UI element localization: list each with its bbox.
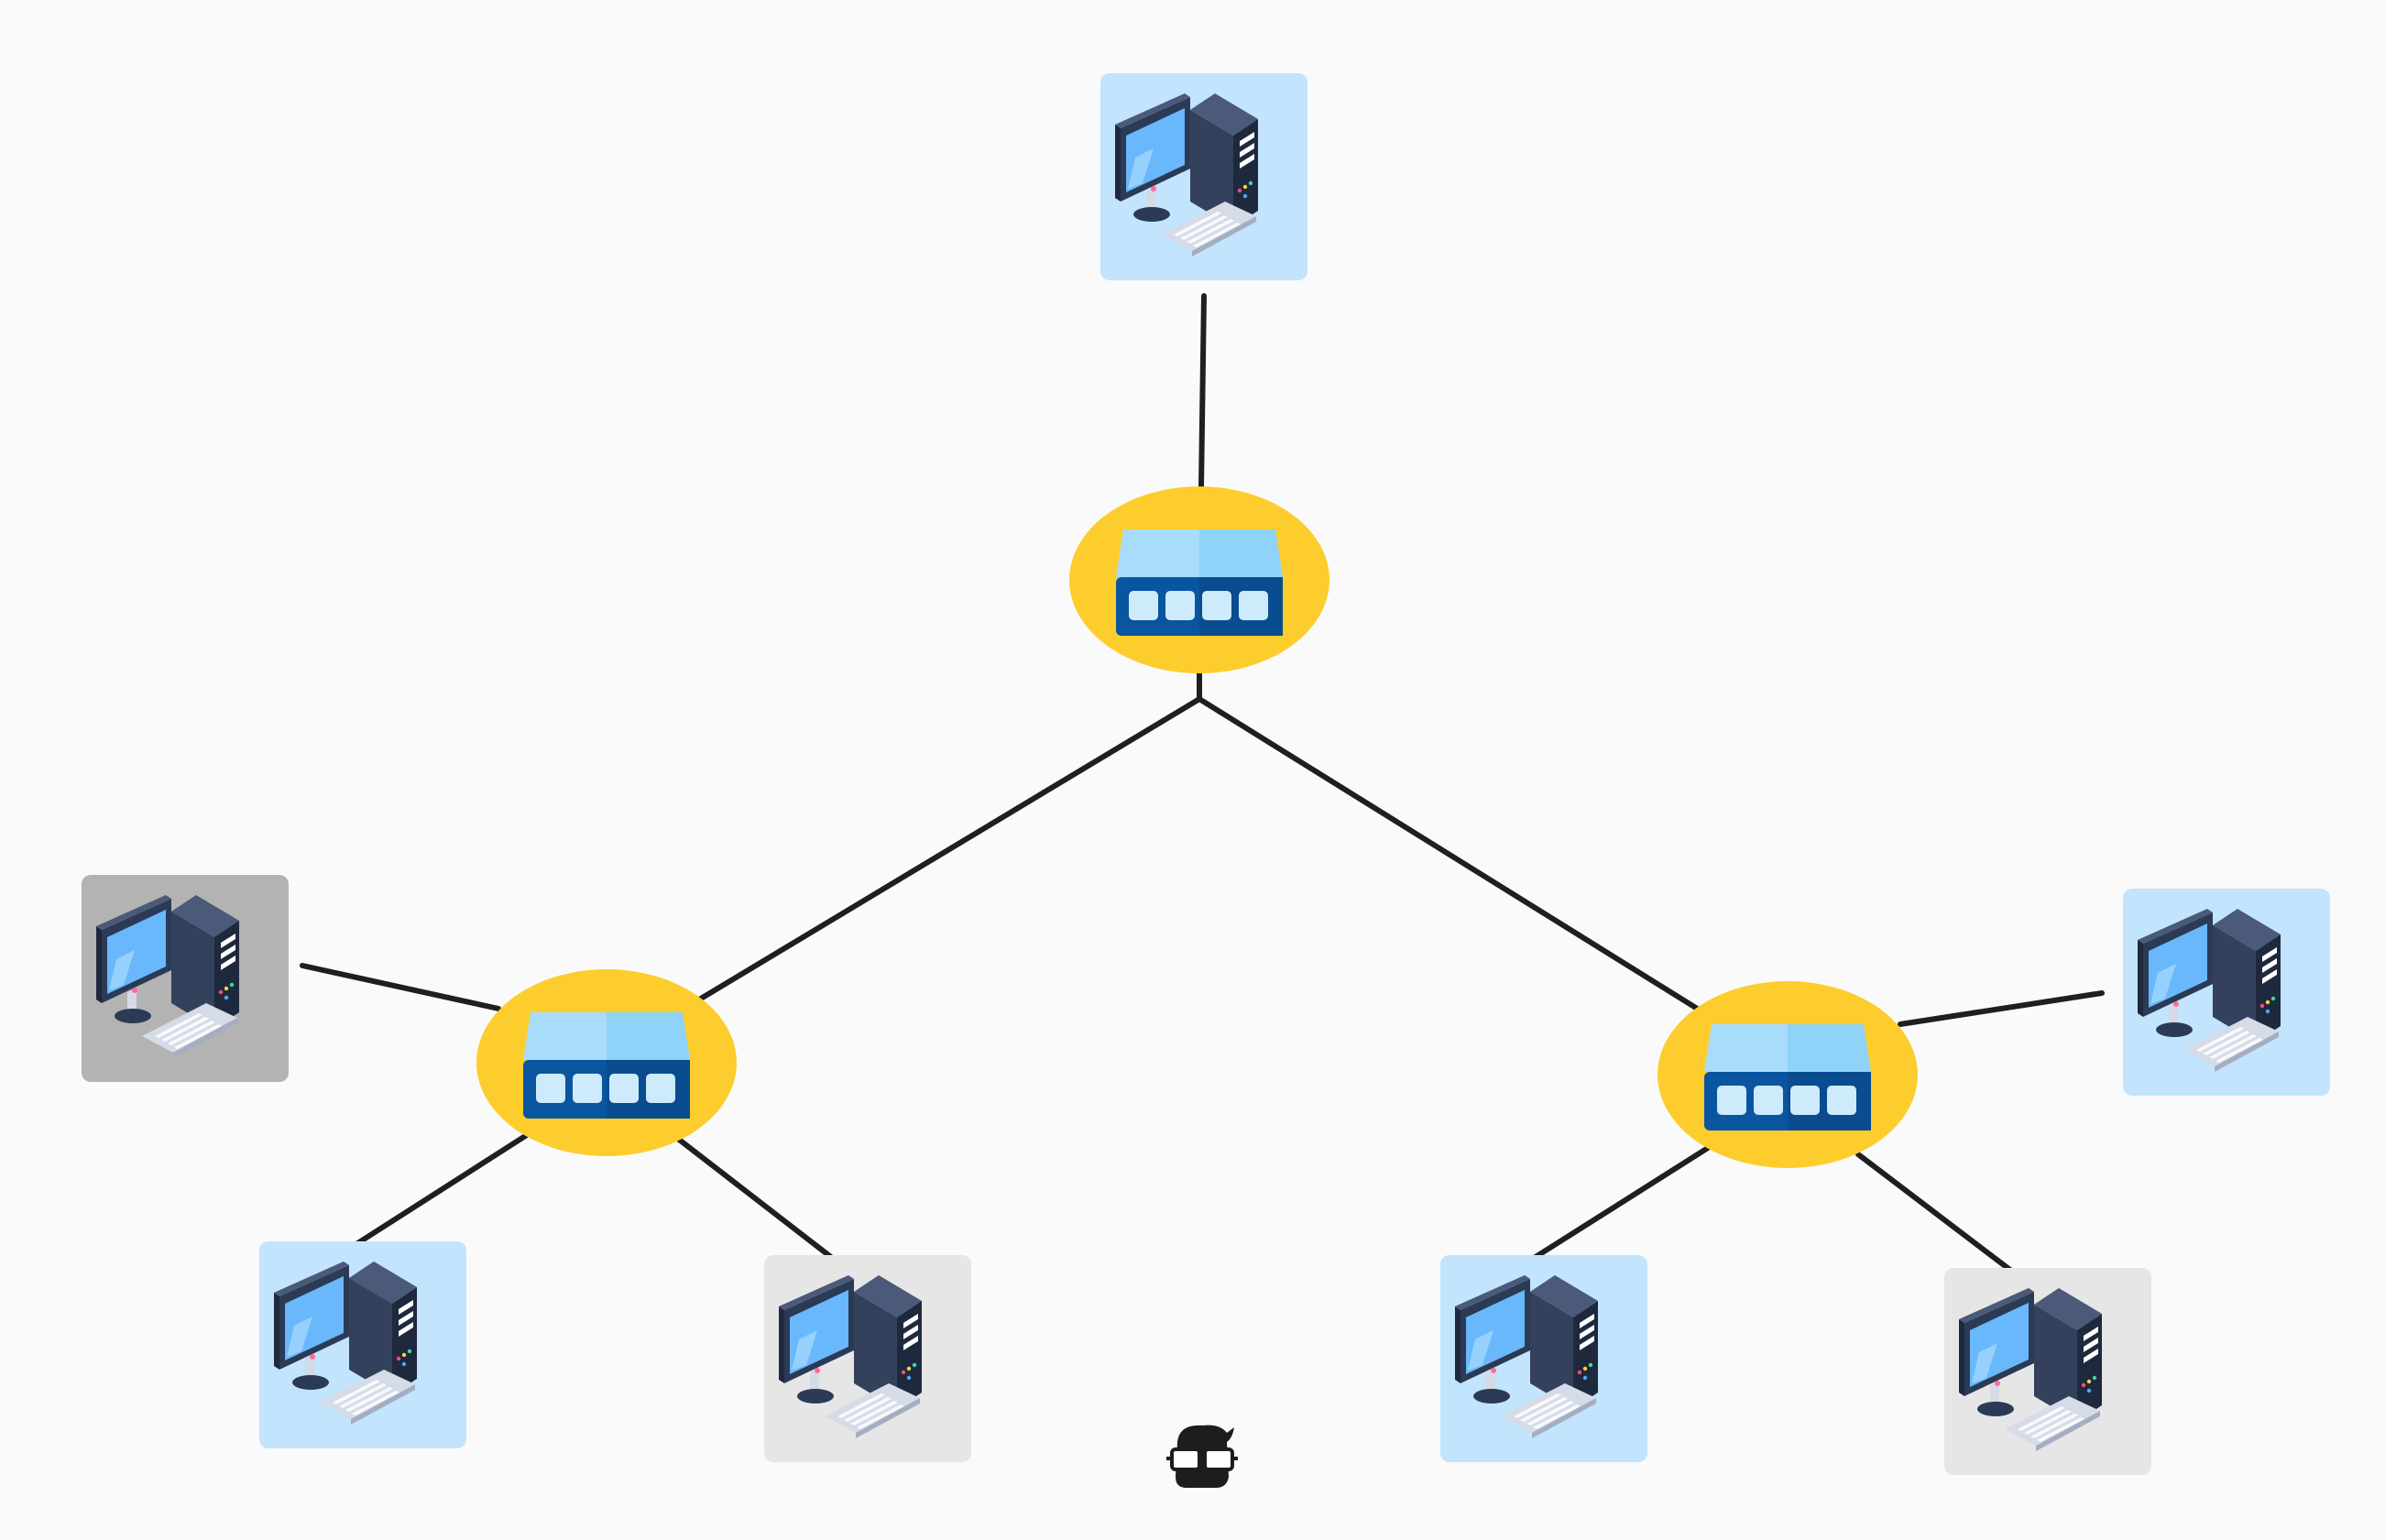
network-switch-icon	[1657, 981, 1918, 1168]
link-hub-root-hub-left	[694, 671, 1202, 1004]
network-switch-icon	[476, 969, 737, 1156]
switch-hub-left	[476, 969, 737, 1156]
link-hub-right-pc-right-bottom	[1855, 1152, 2018, 1276]
link-pc-top-hub-root	[1198, 293, 1207, 490]
computer-pc-left-center	[764, 1255, 971, 1462]
links	[300, 293, 2105, 1276]
switch-hub-right	[1657, 981, 1918, 1168]
watermark-logo	[1166, 1425, 1238, 1488]
computer-pc-left-outer	[82, 875, 289, 1082]
nerd-glasses-logo-icon	[1166, 1425, 1238, 1488]
computer-pc-right-center	[1440, 1255, 1647, 1462]
link-hub-left-pc-left-outer	[300, 963, 501, 1011]
link-hub-left-pc-left-center	[675, 1136, 838, 1263]
network-switch-icon	[1069, 486, 1329, 673]
link-hub-left-pc-left-bottom	[346, 1130, 532, 1251]
link-hub-right-pc-right-outer	[1898, 990, 2105, 1027]
link-hub-root-hub-right	[1197, 696, 1701, 1012]
link-hub-right-pc-right-center	[1526, 1145, 1711, 1264]
computer-pc-right-bottom	[1944, 1268, 2151, 1475]
switch-hub-root	[1069, 486, 1329, 673]
computer-pc-left-bottom	[259, 1241, 466, 1448]
computer-pc-right-outer	[2123, 889, 2330, 1096]
computer-pc-top	[1100, 73, 1307, 280]
